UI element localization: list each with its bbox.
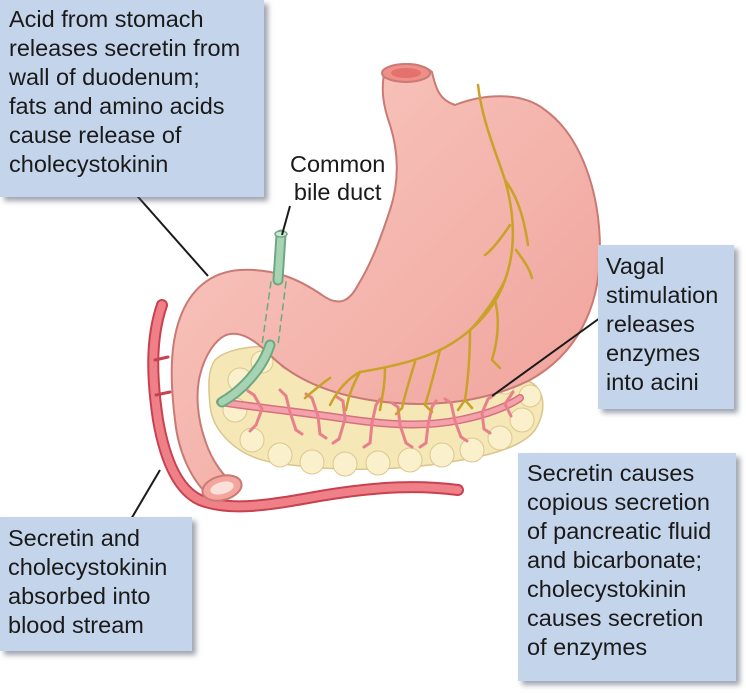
secretin-line: causes secretion xyxy=(527,605,704,631)
leader-absorbed xyxy=(126,469,161,527)
leader-lines xyxy=(126,189,605,527)
secretin-line: copious secretion xyxy=(527,489,710,515)
blood-vessel xyxy=(147,299,464,513)
common-bile-duct xyxy=(216,229,288,408)
secretin-line: cholecystokinin xyxy=(527,576,687,602)
acid-line: fats and amino acids xyxy=(9,93,225,119)
leader-bile xyxy=(281,205,291,236)
absorbed-into-blood-box: Secretin and cholecystokinin absorbed in… xyxy=(0,517,192,651)
vagal-stimulation-box: Vagal stimulation releases enzymes into … xyxy=(598,245,734,409)
secretin-line: of enzymes xyxy=(527,634,648,660)
vagal-nerve xyxy=(303,83,534,416)
bile-line: Common xyxy=(290,151,386,177)
leader-vagal xyxy=(491,314,605,397)
stomach xyxy=(170,63,602,502)
pancreatic-duct xyxy=(216,388,524,449)
acid-line: cholecystokinin xyxy=(9,151,169,177)
acid-line: wall of duodenum; xyxy=(9,64,200,90)
bile-line: bile duct xyxy=(293,179,382,205)
vagal-line: Vagal xyxy=(606,253,665,279)
secretin-effects-box: Secretin causes copious secretion of pan… xyxy=(518,453,736,681)
vagal-line: stimulation xyxy=(606,282,719,308)
common-bile-duct-label: Common bile duct xyxy=(290,150,385,206)
acid-secretin-box: Acid from stomach releases secretin from… xyxy=(0,0,264,197)
absorbed-line: absorbed into xyxy=(8,583,151,609)
vagal-line: releases xyxy=(606,311,695,337)
leader-acid xyxy=(131,189,209,277)
acid-line: cause release of xyxy=(9,122,182,148)
acid-line: releases secretin from xyxy=(9,35,241,61)
acid-line: Acid from stomach xyxy=(9,6,204,32)
secretin-line: of pancreatic fluid xyxy=(527,518,712,544)
absorbed-line: Secretin and xyxy=(8,525,140,551)
absorbed-line: cholecystokinin xyxy=(8,554,168,580)
secretin-line: and bicarbonate; xyxy=(527,547,703,573)
secretin-line: Secretin causes xyxy=(527,460,695,486)
absorbed-line: blood stream xyxy=(8,612,144,638)
vagal-line: into acini xyxy=(606,369,699,395)
vagal-line: enzymes xyxy=(606,340,701,366)
